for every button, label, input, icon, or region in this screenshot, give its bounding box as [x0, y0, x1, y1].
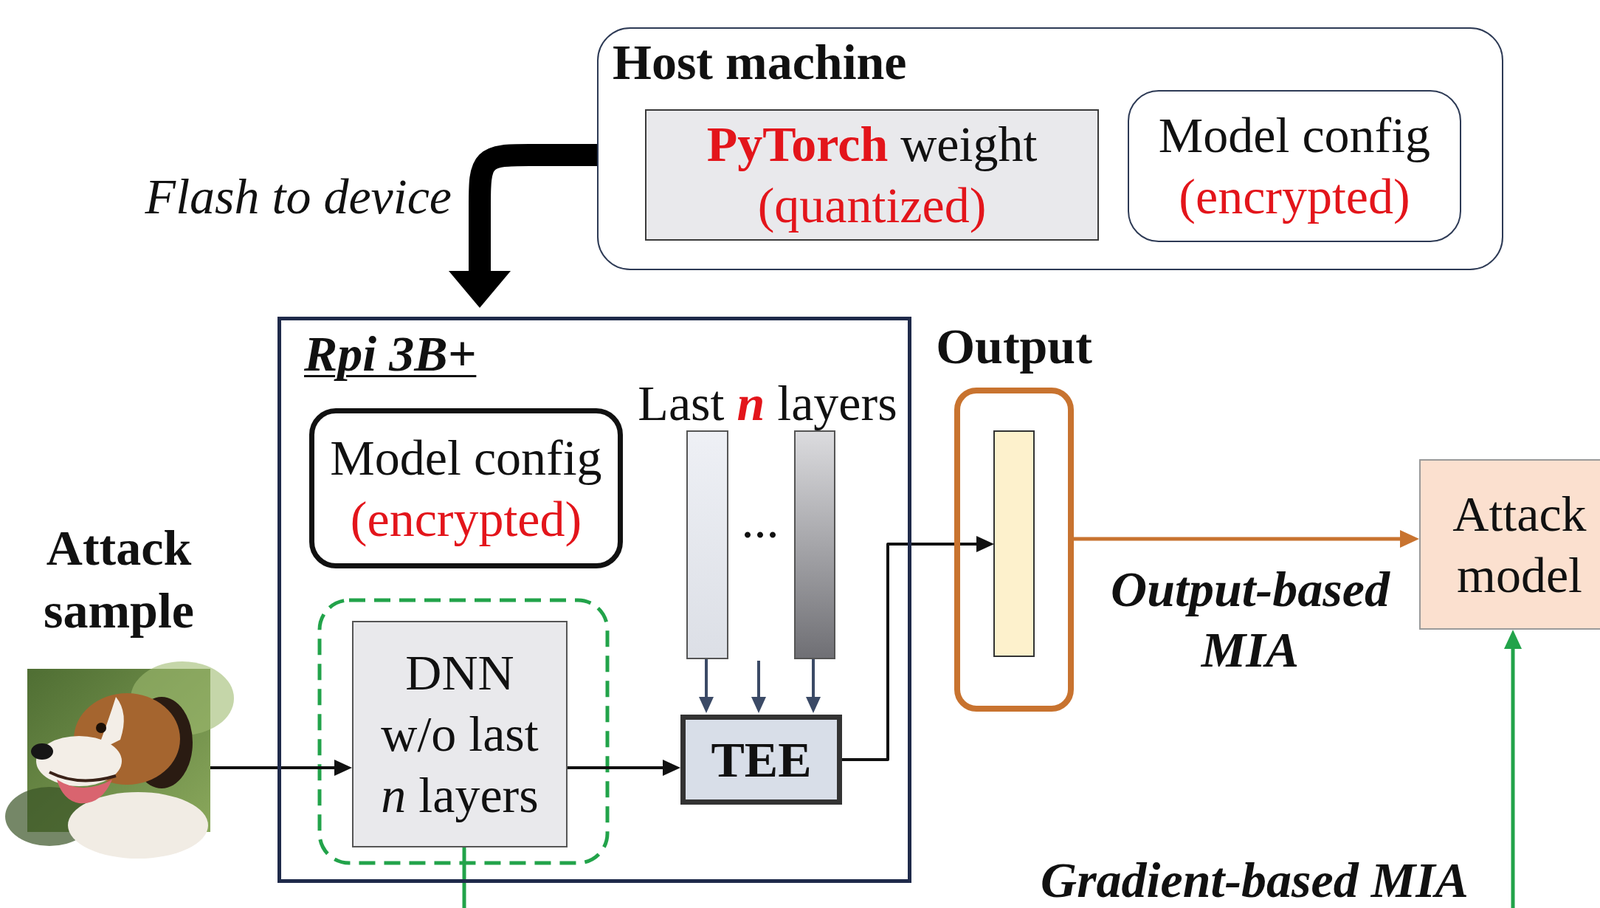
arrow-head	[805, 696, 821, 713]
dnn-box: DNN w/o last n layers	[352, 620, 568, 848]
layer-bar	[687, 430, 728, 659]
node-note: (encrypted)	[1178, 166, 1410, 228]
word: n	[736, 374, 778, 431]
node-title: TEE	[710, 729, 812, 791]
output-vector	[994, 430, 1034, 657]
connector-line	[210, 766, 339, 770]
word: PyTorch	[707, 115, 902, 172]
edge-label: Output-based MIA	[1102, 558, 1398, 680]
label-wrap: Last n layers	[634, 372, 901, 434]
word: DNN	[405, 644, 514, 701]
arrow-head	[334, 759, 353, 776]
connector-line	[1073, 537, 1404, 541]
arrow-head	[698, 696, 714, 713]
dog-muzzle	[36, 735, 122, 786]
connector	[464, 629, 1522, 908]
connector	[448, 154, 598, 308]
arrow-head	[1504, 629, 1522, 649]
node-title: Model config	[329, 427, 602, 489]
word: layers	[777, 374, 897, 431]
edge-label: Gradient-based MIA	[1011, 854, 1499, 905]
attack-model-box: Attack model	[1419, 459, 1600, 630]
connector	[210, 759, 353, 776]
arrow-head	[976, 535, 995, 553]
node-title: Output	[903, 315, 1125, 378]
dog-eye	[95, 722, 107, 733]
dog-mouth	[49, 771, 116, 781]
word: last	[468, 705, 539, 762]
node-title: Host machine	[612, 31, 908, 93]
connector	[842, 535, 995, 760]
device-box: Rpi 3B+ Model config(encrypted) DNN w/o la…	[277, 316, 912, 883]
node-title: Attack sample	[27, 516, 211, 643]
tee-box: TEE	[680, 714, 843, 805]
arrow-head	[662, 759, 681, 776]
dashed-region	[319, 600, 608, 863]
layer-arrow	[704, 659, 708, 699]
connector	[1073, 529, 1420, 548]
config-box: Model config(encrypted)	[309, 408, 623, 569]
word: weight	[900, 115, 1037, 172]
dog-photo	[5, 661, 234, 859]
layer-bar	[794, 430, 835, 659]
layer-arrow	[811, 659, 815, 699]
attack-sample: Attack sample	[27, 668, 211, 832]
arrow-head	[448, 270, 511, 308]
connector-line	[464, 645, 1513, 908]
diagram-label: Last n layers	[634, 372, 901, 434]
connector-line	[567, 766, 667, 770]
title-wrap: Rpi 3B+	[304, 323, 477, 385]
node-title: DNN w/o last n layers	[371, 642, 549, 826]
output-box: Output	[954, 387, 1074, 712]
node-title: Attack model	[1420, 483, 1600, 606]
label-wrap: Gradient-based MIA	[1011, 854, 1499, 905]
word: Last	[637, 374, 737, 431]
arrow-head	[751, 696, 767, 713]
config-box: Model config(encrypted)	[1127, 90, 1462, 243]
label-wrap: ...	[730, 495, 790, 546]
layer-arrow	[757, 660, 761, 699]
label-wrap: Flash to device	[73, 166, 452, 228]
node-note: (encrypted)	[350, 488, 582, 550]
node-title: Rpi 3B+	[304, 323, 477, 385]
node-title: Model config	[1158, 104, 1431, 167]
edge-label: Flash to device	[73, 166, 452, 228]
node-title: PyTorch weight	[707, 113, 1038, 175]
dog-tongue	[56, 779, 113, 803]
host-machine-box: Host machinePyTorch weight(quantized)Mod…	[597, 27, 1504, 271]
node-note: (quantized)	[757, 174, 987, 237]
label-wrap: Output-based MIA	[1102, 558, 1398, 680]
connector-line	[479, 154, 598, 279]
word: layers	[418, 766, 539, 823]
title-wrap: Host machine	[612, 31, 908, 93]
title-wrap: Output	[903, 315, 1125, 378]
word: n	[380, 766, 419, 823]
dog-nose	[30, 743, 54, 760]
word: w/o	[380, 705, 469, 762]
title-wrap: Attack sample	[27, 516, 211, 643]
weight-box: PyTorch weight(quantized)	[645, 109, 1099, 241]
diagram-label: ...	[730, 495, 790, 546]
connector	[567, 759, 681, 776]
arrow-head	[1400, 529, 1420, 548]
